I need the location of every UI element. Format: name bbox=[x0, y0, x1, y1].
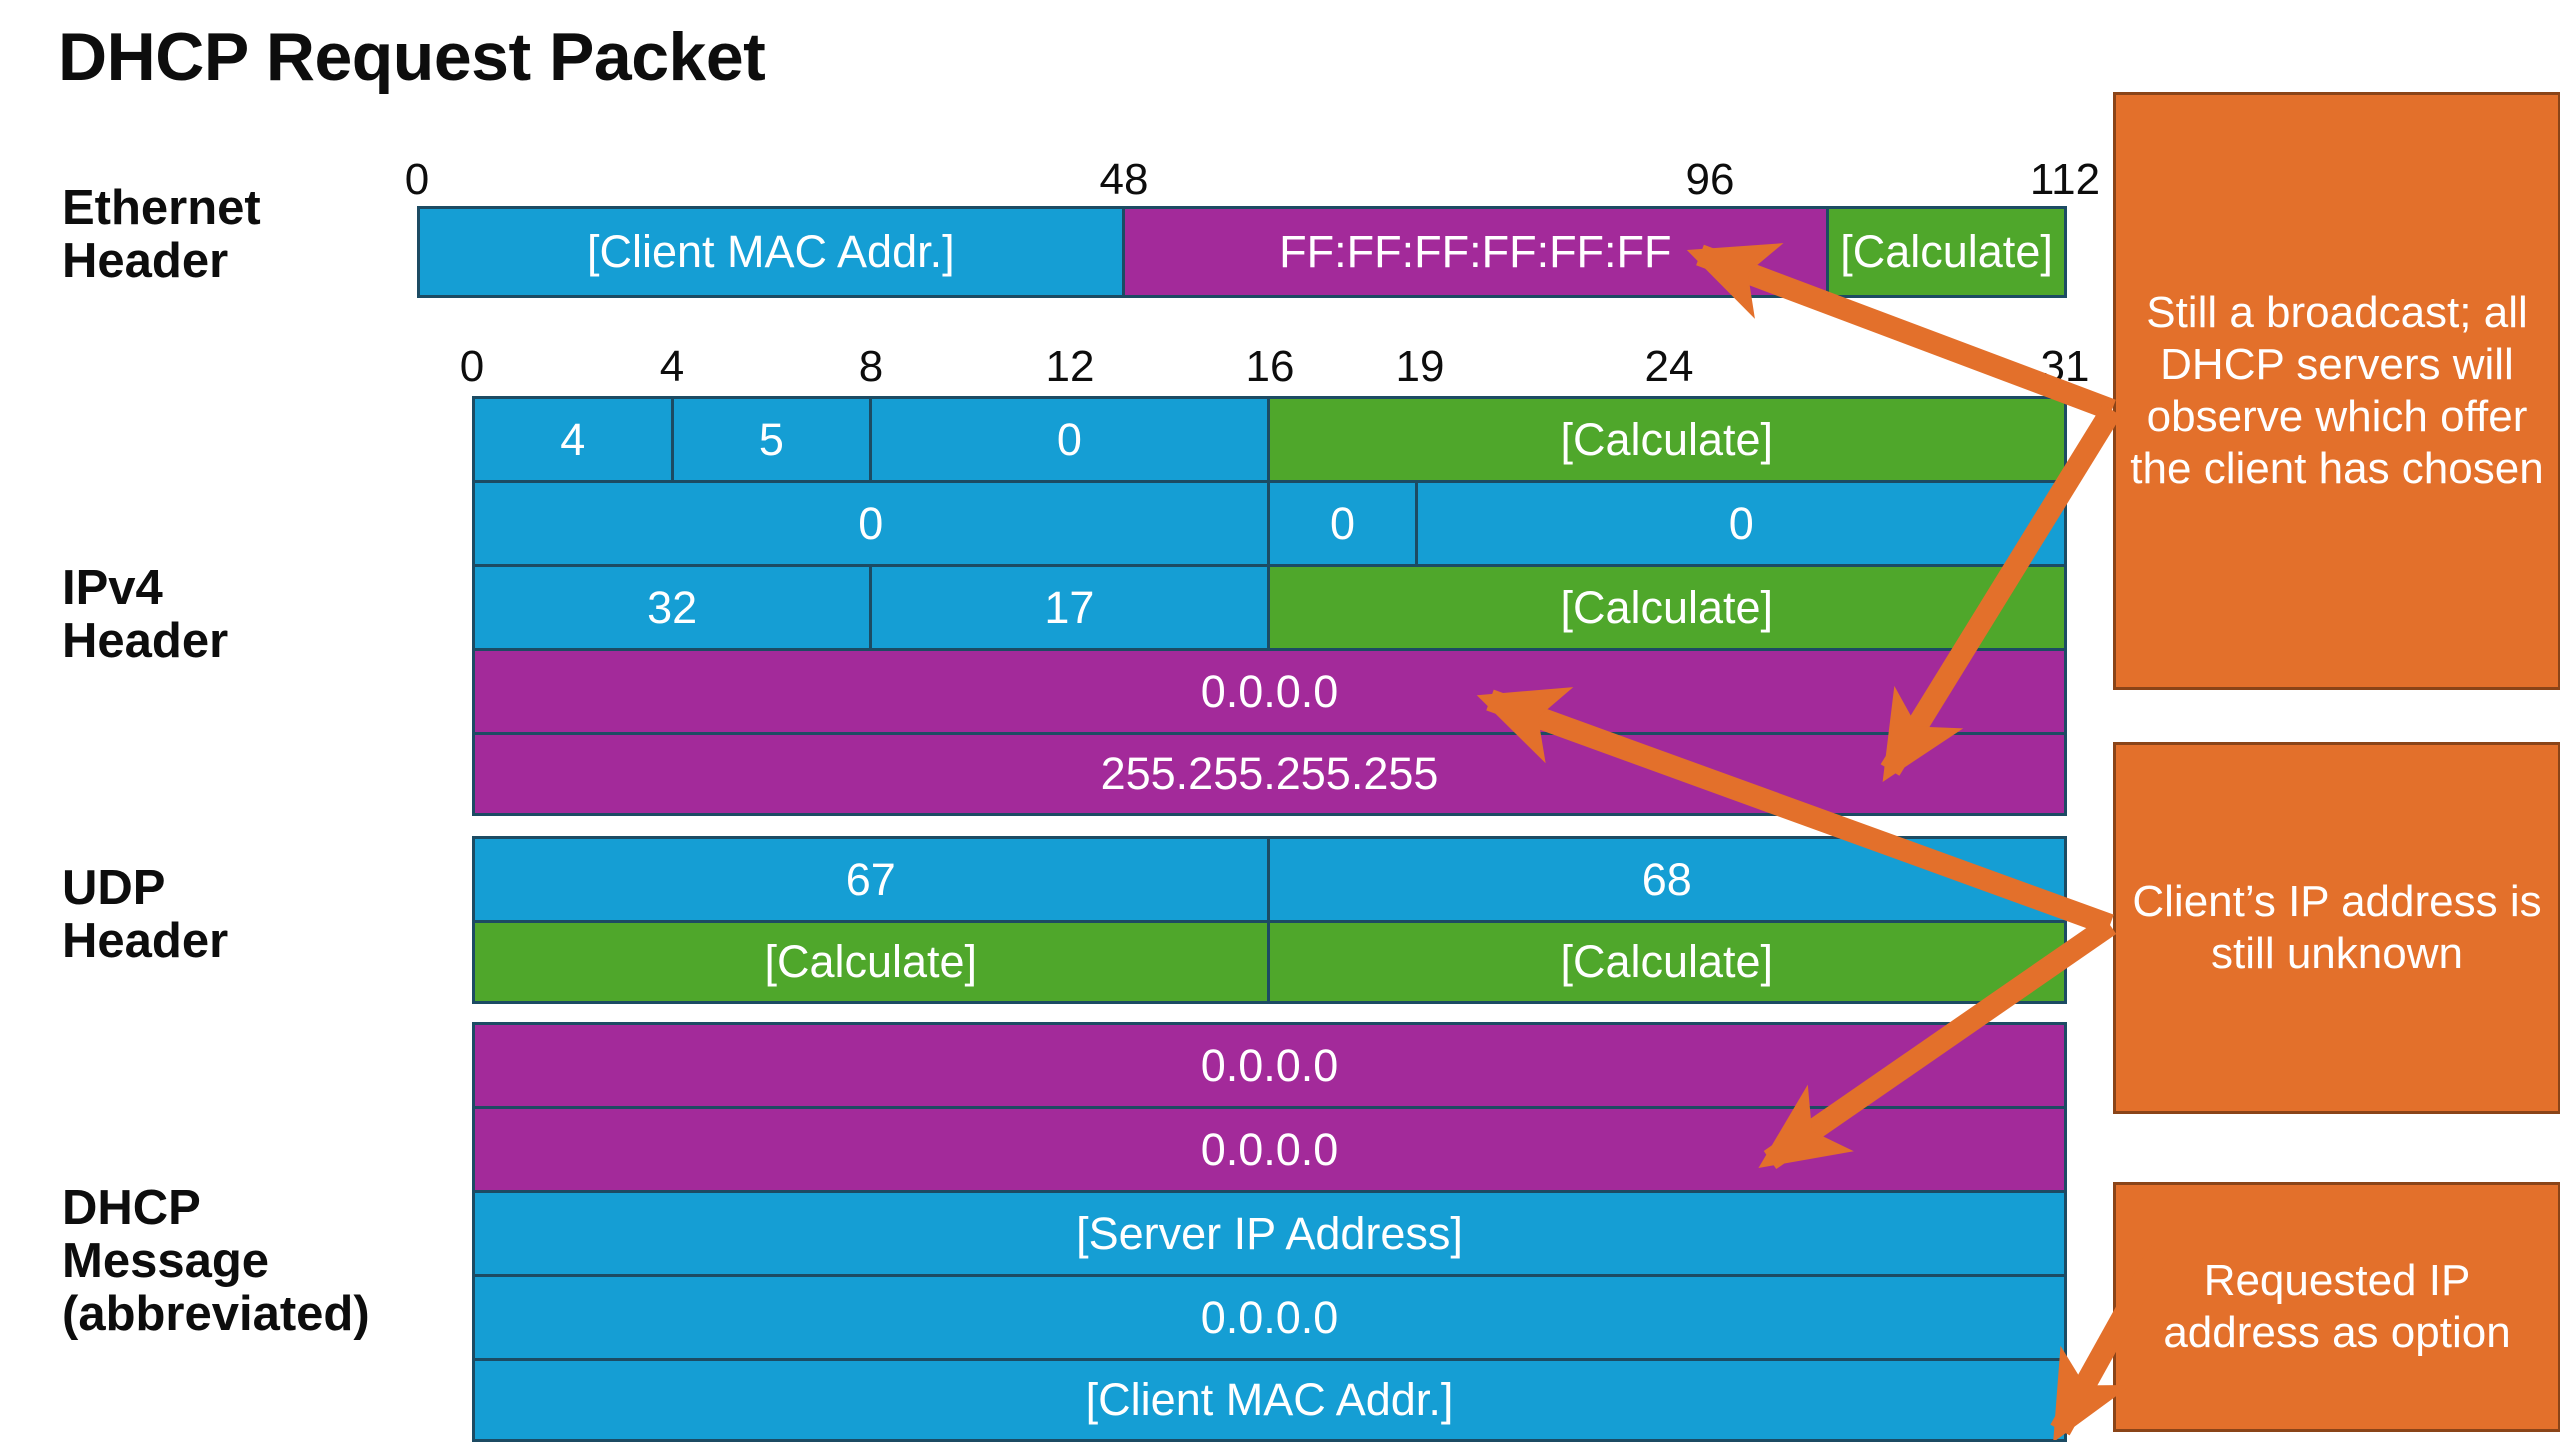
bit-ruler-ipv4-tick-19: 19 bbox=[1395, 342, 1445, 391]
udp-header-field: [Calculate] bbox=[475, 923, 1270, 1001]
page-title: DHCP Request Packet bbox=[58, 19, 766, 95]
bit-ruler-ipv4-tick-31: 31 bbox=[2040, 342, 2090, 391]
bit-ruler-ipv4-tick-8: 8 bbox=[858, 342, 884, 391]
bit-ruler-ipv4-tick-24: 24 bbox=[1644, 342, 1694, 391]
ipv4-header-field: [Calculate] bbox=[1269, 567, 2064, 648]
dhcp-message-row: 0.0.0.0 bbox=[472, 1274, 2067, 1358]
ipv4-header-field: 0.0.0.0 bbox=[475, 651, 2064, 732]
callout-broadcast-note: Still a broadcast; all DHCP servers will… bbox=[2113, 92, 2560, 690]
udp-header-field: 67 bbox=[475, 839, 1270, 920]
bit-ruler-ethernet-tick-96: 96 bbox=[1685, 155, 1735, 204]
ipv4-header-field: 0 bbox=[1418, 483, 2064, 564]
ipv4-header-row: 255.255.255.255 bbox=[472, 732, 2067, 816]
dhcp-message-field: 0.0.0.0 bbox=[475, 1277, 2064, 1358]
bit-ruler-ethernet-tick-112: 112 bbox=[2029, 155, 2101, 204]
ethernet-header-field: FF:FF:FF:FF:FF:FF bbox=[1124, 209, 1830, 295]
dhcp-message-field: 0.0.0.0 bbox=[475, 1025, 2064, 1106]
ethernet-header-field: [Client MAC Addr.] bbox=[420, 209, 1125, 295]
ipv4-header-field: 5 bbox=[673, 399, 873, 480]
bit-ruler-ethernet: 0 48 96 112 bbox=[0, 155, 2560, 207]
udp-header-row: [Calculate][Calculate] bbox=[472, 920, 2067, 1004]
udp-header-field: 68 bbox=[1269, 839, 2064, 920]
dhcp-message-row: [Client MAC Addr.] bbox=[472, 1358, 2067, 1442]
dhcp-message-field: [Client MAC Addr.] bbox=[475, 1361, 2064, 1439]
udp-header-field: [Calculate] bbox=[1269, 923, 2064, 1001]
callout-requested-ip-note: Requested IP address as option bbox=[2113, 1182, 2560, 1432]
ipv4-header-field: 0 bbox=[872, 399, 1270, 480]
packet-block-ethernet-header: [Client MAC Addr.]FF:FF:FF:FF:FF:FF[Calc… bbox=[417, 206, 2067, 298]
section-label-ethernet: Ethernet Header bbox=[62, 181, 261, 288]
dhcp-message-row: 0.0.0.0 bbox=[472, 1022, 2067, 1106]
ipv4-header-field: 4 bbox=[475, 399, 674, 480]
dhcp-message-field: 0.0.0.0 bbox=[475, 1109, 2064, 1190]
dhcp-message-row: 0.0.0.0 bbox=[472, 1106, 2067, 1190]
ethernet-header-row: [Client MAC Addr.]FF:FF:FF:FF:FF:FF[Calc… bbox=[417, 206, 2067, 298]
bit-ruler-ethernet-tick-48: 48 bbox=[1099, 155, 1149, 204]
bit-ruler-ipv4-tick-16: 16 bbox=[1245, 342, 1295, 391]
ipv4-header-field: 32 bbox=[475, 567, 873, 648]
bit-ruler-ipv4-tick-0: 0 bbox=[459, 342, 485, 391]
ipv4-header-field: 0 bbox=[1269, 483, 1419, 564]
section-label-udp: UDP Header bbox=[62, 861, 229, 968]
bit-ruler-ipv4-tick-4: 4 bbox=[659, 342, 685, 391]
ethernet-header-field: [Calculate] bbox=[1829, 209, 2064, 295]
callout-client-ip-note: Client’s IP address is still unknown bbox=[2113, 742, 2560, 1114]
dhcp-message-row: [Server IP Address] bbox=[472, 1190, 2067, 1274]
ipv4-header-field: [Calculate] bbox=[1269, 399, 2064, 480]
dhcp-message-field: [Server IP Address] bbox=[475, 1193, 2064, 1274]
bit-ruler-ipv4-tick-12: 12 bbox=[1045, 342, 1095, 391]
section-label-dhcp: DHCP Message (abbreviated) bbox=[62, 1181, 370, 1341]
section-label-ipv4: IPv4 Header bbox=[62, 561, 229, 668]
ipv4-header-row: 0.0.0.0 bbox=[472, 648, 2067, 732]
ipv4-header-field: 17 bbox=[872, 567, 1270, 648]
ipv4-header-field: 255.255.255.255 bbox=[475, 735, 2064, 813]
bit-ruler-ethernet-tick-0: 0 bbox=[404, 155, 430, 204]
ipv4-header-field: 0 bbox=[475, 483, 1270, 564]
